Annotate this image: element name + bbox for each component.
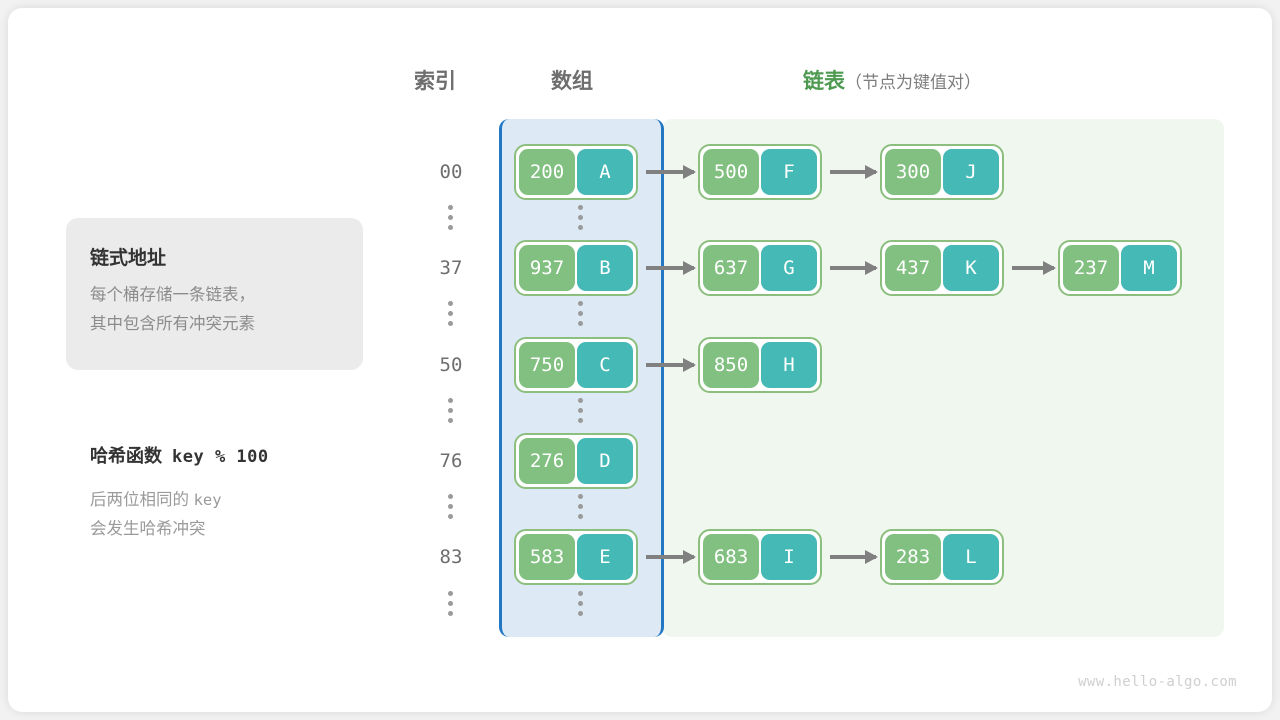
node-value: L [943,534,999,580]
hash-function-expression: key % 100 [172,447,269,467]
column-header-linked-list: 链表（节点为键值对） [803,65,981,95]
node-value: K [943,245,999,291]
next-pointer-arrow [646,165,696,179]
column-header-linked-list-main: 链表 [803,70,845,93]
node-key: 937 [519,245,575,291]
next-pointer-arrow [830,550,878,564]
node-value: G [761,245,817,291]
info-card-title: 链式地址 [90,248,167,269]
node-value: I [761,534,817,580]
hash-function-body: 后两位相同的 key 会发生哈希冲突 [90,486,222,544]
node-key: 683 [703,534,759,580]
hash-function-title: 哈希函数 key % 100 [90,442,269,468]
node-key: 437 [885,245,941,291]
column-header-index: 索引 [414,70,456,93]
array-ellipsis [578,398,584,423]
diagram-canvas: 索引 数组 链表（节点为键值对） 链式地址 每个桶存储一条链表， 其中包含所有冲… [8,8,1272,712]
next-pointer-arrow [830,165,878,179]
array-ellipsis [578,494,584,519]
index-ellipsis [448,205,454,230]
node-value: A [577,149,633,195]
hash-note-line-1: 后两位相同的 [90,491,189,509]
node-key: 237 [1063,245,1119,291]
hash-function-label: 哈希函数 [90,446,162,466]
node-value: F [761,149,817,195]
bucket-index-label: 37 [439,257,463,279]
array-ellipsis [578,205,584,230]
bucket-index-label: 76 [439,450,463,472]
next-pointer-arrow [830,261,878,275]
node-key: 850 [703,342,759,388]
node-value: C [577,342,633,388]
node-value: J [943,149,999,195]
next-pointer-arrow [646,358,696,372]
node-key: 500 [703,149,759,195]
node-key: 300 [885,149,941,195]
node-key: 583 [519,534,575,580]
next-pointer-arrow [646,261,696,275]
bucket-index-label: 00 [439,161,463,183]
next-pointer-arrow [1012,261,1056,275]
array-ellipsis [578,591,584,616]
node-value: B [577,245,633,291]
index-ellipsis [448,398,454,423]
bucket-index-label: 83 [439,546,463,568]
index-ellipsis [448,494,454,519]
node-value: H [761,342,817,388]
next-pointer-arrow [646,550,696,564]
info-card: 链式地址 每个桶存储一条链表， 其中包含所有冲突元素 [66,218,363,370]
node-key: 750 [519,342,575,388]
node-value: E [577,534,633,580]
index-ellipsis [448,301,454,326]
hash-note-key-token: key [193,491,222,509]
node-key: 283 [885,534,941,580]
hash-note-line-2: 会发生哈希冲突 [90,520,206,538]
node-key: 200 [519,149,575,195]
column-header-linked-list-sub: （节点为键值对） [845,73,981,92]
column-header-array: 数组 [551,70,593,93]
node-key: 276 [519,438,575,484]
bucket-index-label: 50 [439,354,463,376]
node-key: 637 [703,245,759,291]
node-value: M [1121,245,1177,291]
index-ellipsis [448,591,454,616]
node-value: D [577,438,633,484]
watermark: www.hello-algo.com [1078,674,1237,690]
array-ellipsis [578,301,584,326]
info-card-body: 每个桶存储一条链表， 其中包含所有冲突元素 [90,286,255,333]
